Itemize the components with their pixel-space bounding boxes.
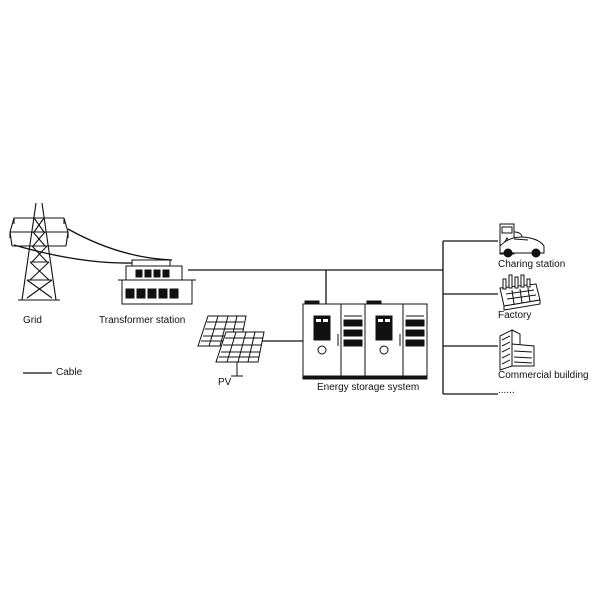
overhead-wire-upper (67, 228, 173, 261)
label-charging-station: Charing station (498, 259, 566, 270)
transmission-tower-icon (9, 202, 69, 301)
commercial-building-icon (499, 329, 535, 371)
label-transformer-station: Transformer station (99, 315, 186, 326)
label-factory: Factory (498, 310, 532, 321)
cables (13, 228, 498, 395)
label-more: ...... (498, 385, 515, 396)
label-grid: Grid (23, 315, 42, 326)
overhead-wire-lower (13, 244, 133, 264)
factory-icon (499, 274, 541, 311)
solar-panel-icon (197, 315, 265, 377)
label-commercial-building: Commercial building (498, 370, 589, 381)
energy-storage-cabinet-icon (302, 300, 428, 380)
legend-cable-label: Cable (56, 367, 83, 378)
label-energy-storage-system: Energy storage system (317, 382, 420, 393)
transformer-station-icon (118, 259, 196, 305)
label-pv: PV (218, 377, 232, 388)
ev-charging-station-icon (499, 223, 545, 258)
